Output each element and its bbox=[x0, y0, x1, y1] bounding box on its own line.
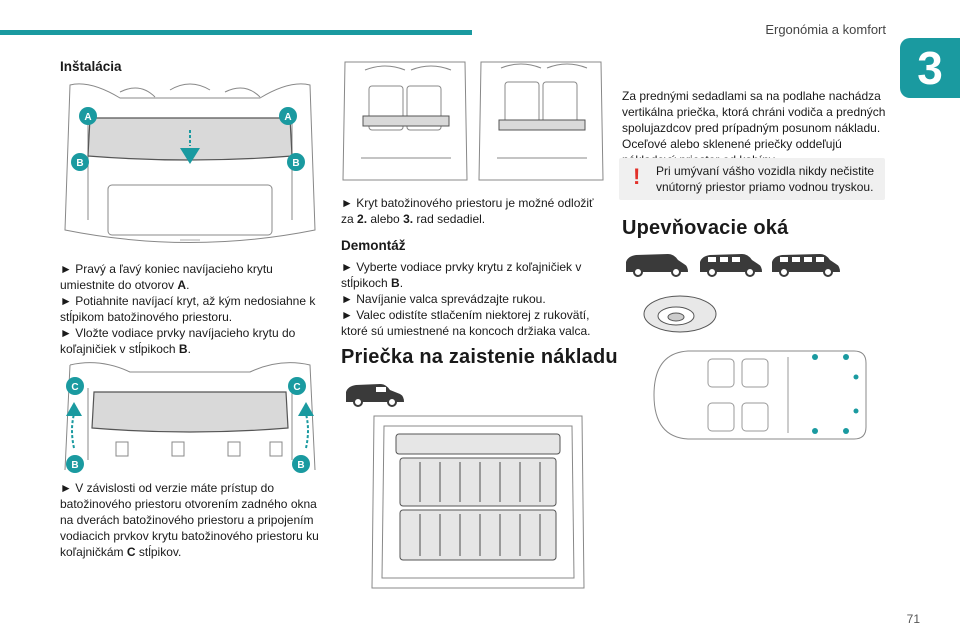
label-b-left-text: B bbox=[76, 158, 83, 169]
cargo-cover-install-figure: A A B B bbox=[60, 80, 320, 250]
install-step-1: ► Pravý a ľavý koniec navíjacieho krytu … bbox=[60, 262, 273, 292]
removal-step-1: ► Vyberte vodiace prvky krytu z koľajnič… bbox=[341, 260, 582, 290]
rear-window-step-1: ► V závislosti od verzie máte prístup do… bbox=[60, 481, 319, 559]
label-b2-left: B bbox=[66, 455, 84, 473]
install-step-2: ► Potiahnite navíjací kryt, až kým nedos… bbox=[60, 294, 316, 324]
label-a-left-text: A bbox=[84, 112, 91, 123]
removal-step-2: ► Navíjanie valca sprevádzajte rukou. bbox=[341, 292, 546, 306]
label-b-right-text: B bbox=[292, 158, 299, 169]
cargo-partition-figure bbox=[370, 412, 586, 592]
chapter-title: Ergonómia a komfort bbox=[765, 22, 886, 37]
anchor-points bbox=[812, 354, 859, 434]
seat-rows-stow-figure bbox=[341, 58, 605, 183]
installation-heading: Inštalácia bbox=[60, 59, 122, 74]
partition-description: Za prednými sedadlami sa na podlahe nach… bbox=[622, 88, 890, 168]
partition-heading: Priečka na zaistenie nákladu bbox=[341, 346, 618, 368]
partition-paragraph-1: Za prednými sedadlami sa na podlahe nach… bbox=[622, 89, 886, 135]
label-a-left: A bbox=[79, 107, 97, 125]
page-number: 71 bbox=[906, 612, 920, 626]
rear-window-cover-figure: C C B B bbox=[60, 360, 320, 475]
removal-step-3: ► Valec odistíte stlačením niektorej z r… bbox=[341, 308, 591, 338]
warning-icon: ! bbox=[633, 164, 641, 189]
anchor-ring-icon bbox=[640, 290, 720, 340]
chapter-number-tab: 3 bbox=[900, 38, 960, 98]
vehicle-top-view-anchors bbox=[648, 345, 870, 445]
rear-window-step: ► V závislosti od verzie máte prístup do… bbox=[60, 480, 324, 560]
label-a-right: A bbox=[279, 107, 297, 125]
removal-heading: Demontáž bbox=[341, 238, 406, 253]
van-icon bbox=[346, 384, 404, 407]
label-b2-right: B bbox=[292, 455, 310, 473]
anchors-heading: Upevňovacie oká bbox=[622, 217, 789, 239]
header-accent-bar bbox=[0, 30, 472, 35]
van-short-icon bbox=[626, 254, 688, 277]
label-b-left: B bbox=[71, 153, 89, 171]
warning-text: Pri umývaní vášho vozidla nikdy nečistit… bbox=[656, 164, 875, 194]
label-a-right-text: A bbox=[284, 112, 291, 123]
label-b2-left-text: B bbox=[71, 460, 78, 471]
stow-text: ► Kryt batožinového priestoru je možné o… bbox=[341, 196, 594, 226]
warning-box bbox=[619, 158, 885, 200]
label-b-right: B bbox=[287, 153, 305, 171]
label-c-left: C bbox=[66, 377, 84, 395]
label-c-right-text: C bbox=[293, 382, 300, 393]
van-windows-icon bbox=[700, 254, 762, 277]
label-c-left-text: C bbox=[71, 382, 78, 393]
vehicle-version-icons bbox=[626, 254, 840, 277]
van-long-icon bbox=[772, 254, 840, 277]
installation-steps: ► Pravý a ľavý koniec navíjacieho krytu … bbox=[60, 261, 324, 357]
label-c-right: C bbox=[288, 377, 306, 395]
install-step-3: ► Vložte vodiace prvky navíjacieho krytu… bbox=[60, 326, 296, 356]
label-b2-right-text: B bbox=[297, 460, 304, 471]
removal-steps: ► Vyberte vodiace prvky krytu z koľajnič… bbox=[341, 259, 607, 339]
